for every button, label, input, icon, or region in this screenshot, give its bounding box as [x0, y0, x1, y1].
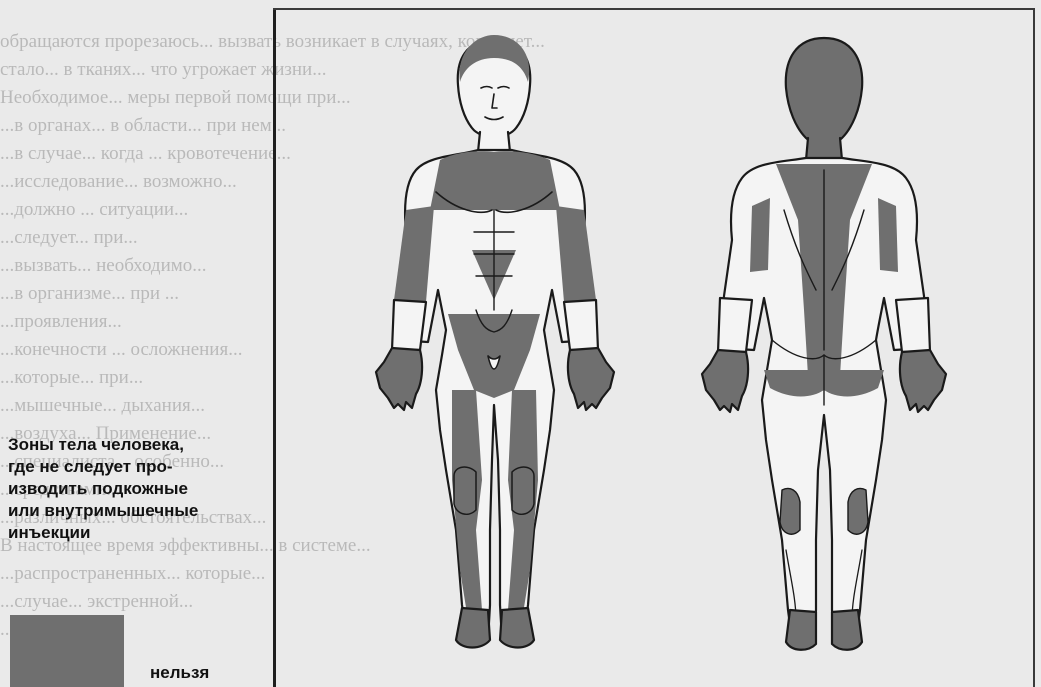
back-body-figure: [702, 38, 946, 650]
front-foot-right: [500, 608, 534, 648]
back-zone-calf-left: [780, 489, 800, 535]
figure-caption: Зоны тела человека, где не следует про- …: [8, 434, 258, 544]
caption-line: инъекции: [8, 522, 258, 544]
back-head: [786, 38, 862, 144]
back-zone-calf-right: [848, 489, 868, 535]
back-foot-right: [832, 610, 862, 650]
front-forearm-left: [392, 300, 426, 350]
front-hand-left: [376, 348, 422, 410]
back-foot-left: [786, 610, 816, 650]
front-forearm-right: [564, 300, 598, 350]
caption-line: изводить подкожные: [8, 478, 258, 500]
back-hand-right: [900, 350, 946, 412]
front-hand-right: [568, 348, 614, 410]
legend-swatch-forbidden: [10, 615, 124, 687]
front-zone-knee-left: [454, 467, 476, 514]
front-zone-knee-right: [512, 467, 534, 514]
front-body-figure: [376, 35, 614, 648]
caption-line: Зоны тела человека,: [8, 434, 258, 456]
back-zone-shoulder-left: [750, 198, 770, 272]
back-hand-left: [702, 350, 748, 412]
back-zone-shoulder-right: [878, 198, 898, 272]
back-forearm-left: [718, 298, 752, 352]
back-neck: [806, 138, 842, 160]
caption-line: где не следует про-: [8, 456, 258, 478]
caption-line: или внутримышечные: [8, 500, 258, 522]
legend-label-forbidden: нельзя: [150, 663, 209, 683]
figure-frame-right: [1033, 8, 1035, 687]
body-diagram: [276, 10, 1032, 687]
back-forearm-right: [896, 298, 930, 352]
front-foot-left: [456, 608, 490, 648]
